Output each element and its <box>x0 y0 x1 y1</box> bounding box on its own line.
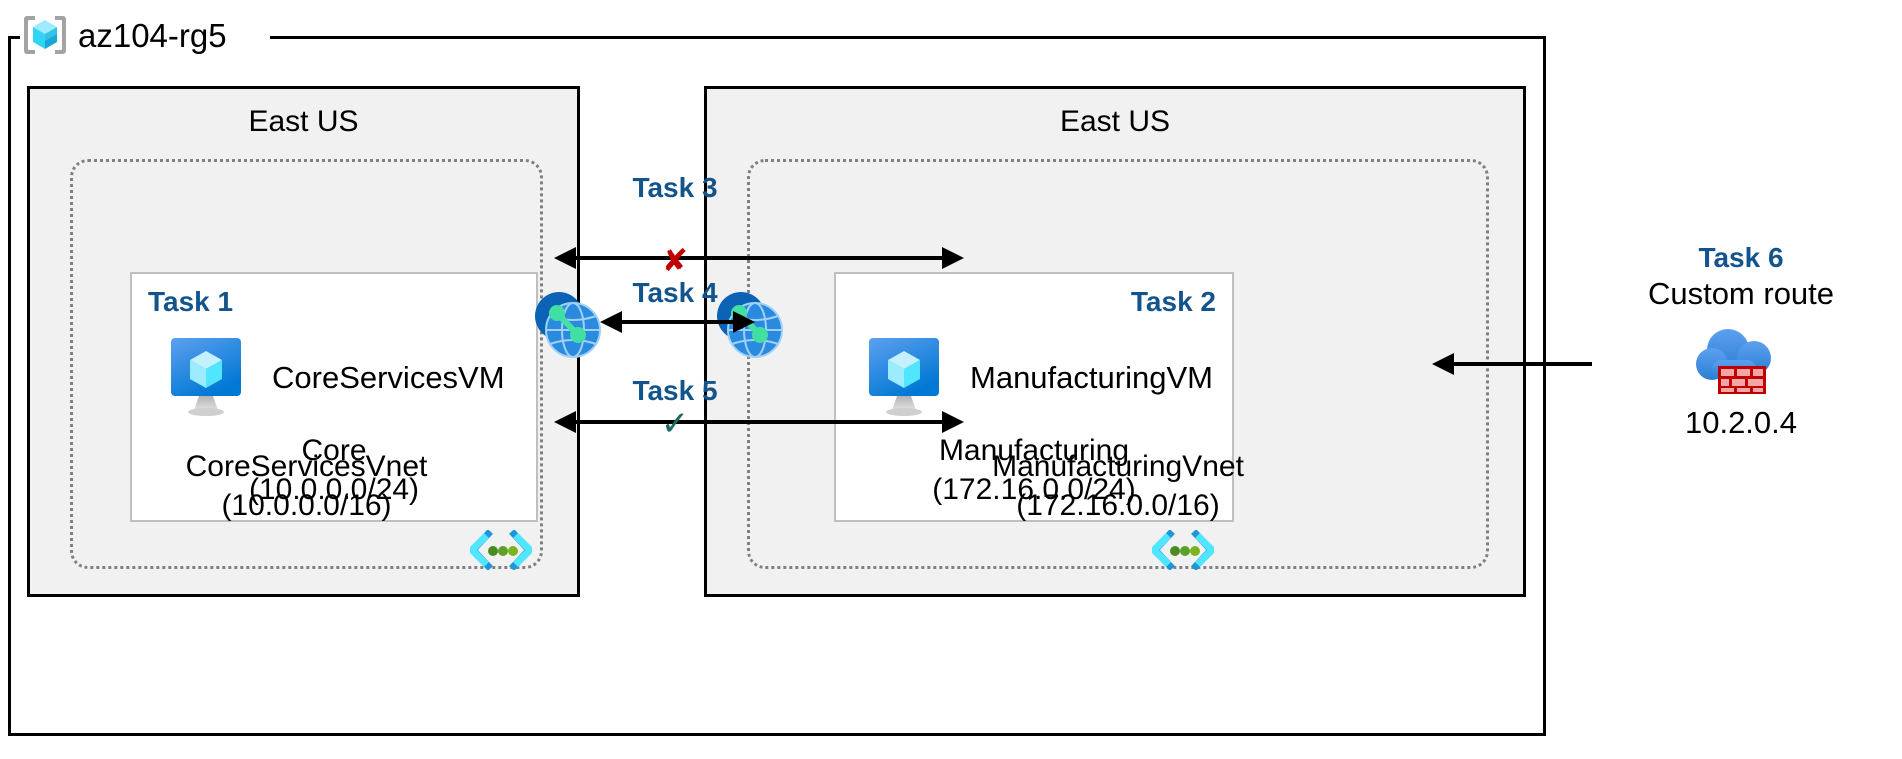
vm-name-core-services: CoreServicesVM <box>272 360 505 395</box>
subnet-icon <box>467 529 535 571</box>
subnet-name-core: Core <box>301 433 367 467</box>
region-label-right: East US <box>1059 105 1171 138</box>
firewall-icon-wrap <box>1596 322 1886 400</box>
vnet-label-core: CoreServicesVnet (10.0.0.0/16) <box>73 447 540 526</box>
connector-line-task-4 <box>620 320 735 324</box>
connector-line-task-5 <box>574 420 944 424</box>
arrow-head-left-task-3 <box>554 247 576 269</box>
task-6-ip-address: 10.2.0.4 <box>1684 404 1798 440</box>
vm-name-manufacturing: ManufacturingVM <box>970 360 1213 395</box>
arrow-head-right-task-3 <box>942 247 964 269</box>
task-5-label: Task 5 <box>632 375 718 406</box>
task-5-status-check: ✓ <box>660 405 690 443</box>
vnet-name-manufacturing: ManufacturingVnet <box>992 449 1244 483</box>
arrow-head-left-task-5 <box>554 411 576 433</box>
task-6-subtitle: Custom route <box>1647 276 1835 311</box>
subnet-prefix-core: (10.0.0.0/24) <box>248 473 420 507</box>
connector-task-3 <box>554 246 964 270</box>
region-box-left: East US Task 1 <box>27 86 580 597</box>
subnet-label-manufacturing: Manufacturing (172.16.0.0/24) <box>836 431 1232 510</box>
arrow-head-right-task-5 <box>942 411 964 433</box>
task-4-label: Task 4 <box>632 277 718 308</box>
connector-task-5 <box>554 410 964 434</box>
subnet-label-core: Core (10.0.0.0/24) <box>132 431 536 510</box>
vm-manufacturing: ManufacturingVM <box>866 336 1213 420</box>
virtual-machine-icon <box>168 336 254 420</box>
vnet-peering-icon <box>529 288 605 360</box>
vm-core-services: CoreServicesVM <box>168 336 505 420</box>
azure-firewall-icon <box>1686 322 1796 400</box>
task-1-label: Task 1 <box>148 286 234 317</box>
region-box-right: East US Task 2 <box>704 86 1526 597</box>
task-3-label: Task 3 <box>632 172 718 203</box>
task-6-block: Task 6 Custom route <box>1596 240 1886 443</box>
subnet-name-manufacturing: Manufacturing <box>938 433 1130 467</box>
subnet-core: Task 1 <box>130 272 538 522</box>
vnet-address-space-core: (10.0.0.0/16) <box>221 489 392 523</box>
virtual-machine-icon <box>866 336 952 420</box>
arrow-head-right-task-4 <box>733 311 755 333</box>
vnet-name-core: CoreServicesVnet <box>185 449 428 483</box>
connector-task-6 <box>1432 352 1592 376</box>
vnet-manufacturing: Task 2 <box>747 159 1489 569</box>
task-2-label: Task 2 <box>1130 286 1216 317</box>
arrow-head-left-task-6 <box>1432 353 1454 375</box>
subnet-manufacturing: Task 2 <box>834 272 1234 522</box>
vnet-label-manufacturing: ManufacturingVnet (172.16.0.0/16) <box>750 447 1486 526</box>
region-label-left: East US <box>248 105 359 138</box>
task-3-status-cross: ✘ <box>662 243 688 278</box>
connector-line-task-6 <box>1452 362 1592 366</box>
subnet-prefix-manufacturing: (172.16.0.0/24) <box>932 473 1136 507</box>
connector-line-task-3 <box>574 256 944 260</box>
vnet-core-services: Task 1 <box>70 159 543 569</box>
resource-group-frame <box>8 36 1546 736</box>
resource-group-name: az104-rg5 <box>78 16 227 54</box>
azure-resource-group-icon <box>22 12 68 58</box>
subnet-icon <box>1149 529 1217 571</box>
connector-task-4 <box>600 310 755 334</box>
vnet-address-space-manufacturing: (172.16.0.0/16) <box>1016 489 1220 523</box>
task-6-label: Task 6 <box>1698 242 1784 273</box>
arrow-head-left-task-4 <box>600 311 622 333</box>
resource-group-header: az104-rg5 <box>22 8 227 62</box>
